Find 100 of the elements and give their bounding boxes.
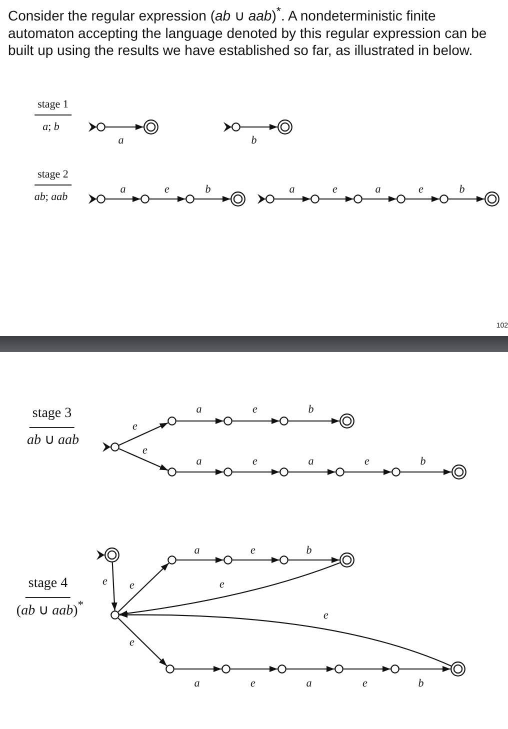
arrow [400, 666, 450, 672]
edge-label: e [364, 456, 370, 468]
expression-label: ab; aab [34, 191, 68, 203]
edge-label: b [459, 184, 465, 196]
edge-label: b [205, 184, 211, 196]
state-circle [165, 664, 175, 674]
state-circle [167, 467, 177, 477]
state-circle [277, 664, 287, 674]
arrow [106, 124, 144, 130]
edge-label: a [120, 184, 126, 196]
edge-label: a [306, 678, 312, 690]
arrow [400, 469, 452, 475]
state-circle [396, 194, 406, 204]
edge-label: e [362, 678, 368, 690]
arrow [286, 666, 334, 672]
stage-heading: stage 1 [34, 98, 72, 116]
accepting-state [277, 119, 293, 135]
arrow [344, 469, 392, 475]
state-circle [279, 416, 289, 426]
expression-label: (ab ∪ aab)$^{*}$ [16, 598, 84, 620]
edge-label: b [418, 678, 424, 690]
stage-heading: stage 4 [25, 576, 71, 598]
arrow [232, 557, 280, 563]
accepting-state [143, 119, 159, 135]
edge-label: e [130, 580, 134, 592]
arrow [176, 418, 224, 424]
edge-label: b [420, 456, 426, 468]
accepting-state [450, 661, 466, 677]
state-circle [223, 555, 233, 565]
state-circle [221, 664, 231, 674]
state-circle [390, 664, 400, 674]
edge-label: e [332, 184, 338, 196]
arrow [448, 196, 484, 202]
state-circle [391, 467, 401, 477]
state-circle [231, 122, 241, 132]
state-circle [96, 122, 106, 132]
state-circle [353, 194, 363, 204]
edge-label: e [142, 446, 148, 456]
edge-label: b [308, 404, 314, 416]
arrow [288, 469, 336, 475]
state-circle [334, 664, 344, 674]
arrow [320, 196, 354, 202]
stage-heading: stage 3 [29, 406, 75, 428]
arrow [240, 124, 278, 130]
state-circle [185, 194, 195, 204]
edge-label: e [130, 638, 134, 648]
state-circle [279, 467, 289, 477]
state-circle [279, 555, 289, 565]
edge-label: a [194, 546, 200, 556]
edge-label: e [252, 456, 258, 468]
edge-label: e [220, 580, 224, 590]
state-circle [223, 467, 233, 477]
accepting-state [104, 547, 120, 563]
edge-label: e [252, 404, 258, 416]
arrow [176, 469, 224, 475]
edge-label: a [196, 456, 202, 468]
arrow [118, 422, 168, 446]
arrow [106, 196, 140, 202]
arrow [362, 196, 396, 202]
start-marker [96, 550, 105, 560]
edge-label: a [308, 456, 314, 468]
curved-arrow [119, 562, 340, 616]
accepting-state [339, 413, 355, 429]
state-circle [265, 194, 275, 204]
edge-label: a [118, 136, 124, 146]
arrow [288, 418, 340, 424]
accepting-state [451, 464, 467, 480]
arrow [150, 196, 186, 202]
start-marker [88, 122, 97, 132]
expression-label: ab ∪ aab [27, 432, 79, 449]
edge-label: e [164, 184, 170, 196]
arrow [118, 448, 168, 471]
edge-label: e [132, 422, 138, 432]
arrow [230, 666, 278, 672]
edge-label: e [418, 184, 424, 196]
start-marker [224, 122, 232, 132]
edge-label: a [194, 678, 200, 690]
arrow [232, 469, 280, 475]
start-marker [102, 442, 111, 452]
intro-paragraph: Consider the regular expression (ab ∪ aab)$^{*}$. A nondeterministic finite automaton accepting the language denoted by this regular expression can be built up using the results we have established so far, as illustrated in below. [8, 4, 488, 59]
edge-label: e [250, 678, 256, 690]
state-circle [167, 416, 177, 426]
state-circle [110, 442, 120, 452]
state-circle [439, 194, 449, 204]
edge-label: e [102, 576, 108, 588]
state-circle [335, 467, 345, 477]
edge-label: e [250, 546, 256, 556]
arrow [194, 196, 230, 202]
state-circle [110, 610, 120, 620]
start-marker [88, 194, 97, 204]
accepting-state [230, 191, 246, 207]
state-circle [223, 416, 233, 426]
state-circle [96, 194, 106, 204]
arrow [406, 196, 440, 202]
accepting-state [484, 191, 500, 207]
edge-label: a [289, 184, 295, 196]
curved-arrow [120, 612, 452, 666]
arrow [118, 562, 170, 612]
edge-label: b [306, 546, 312, 556]
start-marker [258, 194, 266, 204]
